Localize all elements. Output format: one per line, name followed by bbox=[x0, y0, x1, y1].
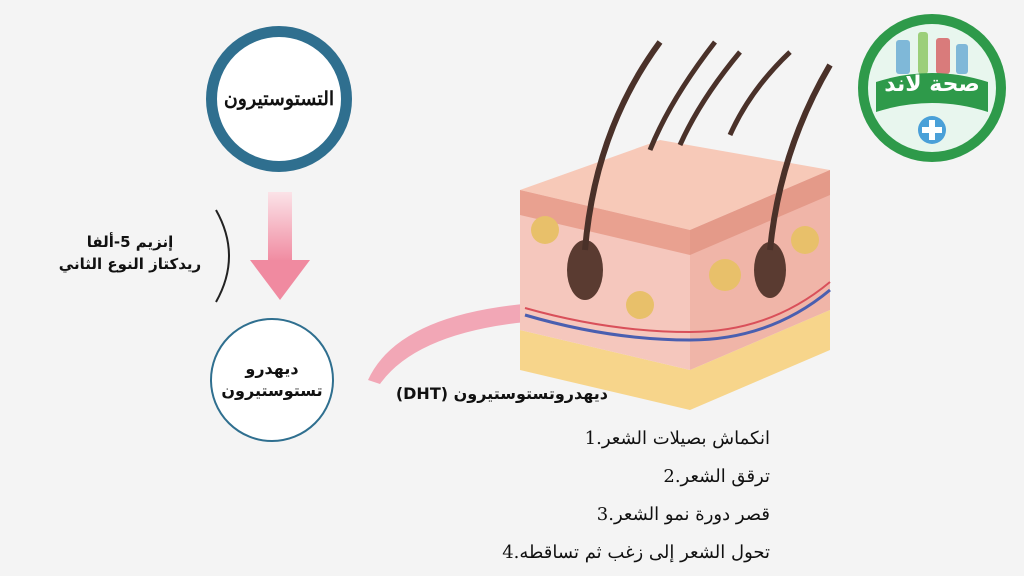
dht-circle-line-2: تستوستيرون bbox=[221, 381, 323, 400]
dht-circle: ديهدرو تستوستيرون bbox=[210, 318, 334, 442]
logo-text: صحة لاند bbox=[884, 72, 980, 97]
medical-logo-icon bbox=[858, 14, 1006, 162]
enzyme-label: إنزيم 5-ألفا ريدكتاز النوع الثاني bbox=[40, 232, 220, 276]
dht-label: ديهدروتستوستيرون (DHT) bbox=[395, 384, 608, 403]
dht-circle-label: ديهدرو تستوستيرون bbox=[221, 358, 322, 401]
effect-item: ترقق الشعر.2 bbox=[663, 466, 770, 487]
effect-item: قصر دورة نمو الشعر.3 bbox=[596, 504, 770, 525]
testosterone-label: التستوستيرون bbox=[223, 88, 335, 110]
curved-arrow-icon bbox=[368, 302, 550, 384]
enzyme-line-2: ريدكتاز النوع الثاني bbox=[58, 254, 202, 273]
testosterone-circle: التستوستيرون bbox=[206, 26, 352, 172]
effects-list: انكماش بصيلات الشعر.1 ترقق الشعر.2 قصر د… bbox=[470, 420, 770, 572]
enzyme-line-1: إنزيم 5-ألفا bbox=[86, 233, 174, 251]
skin-hair-illustration bbox=[520, 40, 833, 410]
effect-item: انكماش بصيلات الشعر.1 bbox=[584, 428, 770, 449]
dht-circle-line-1: ديهدرو bbox=[245, 359, 299, 379]
down-arrow-icon bbox=[250, 192, 310, 300]
bracket-line bbox=[215, 209, 230, 303]
effect-item: تحول الشعر إلى زغب ثم تساقطه.4 bbox=[502, 542, 770, 563]
